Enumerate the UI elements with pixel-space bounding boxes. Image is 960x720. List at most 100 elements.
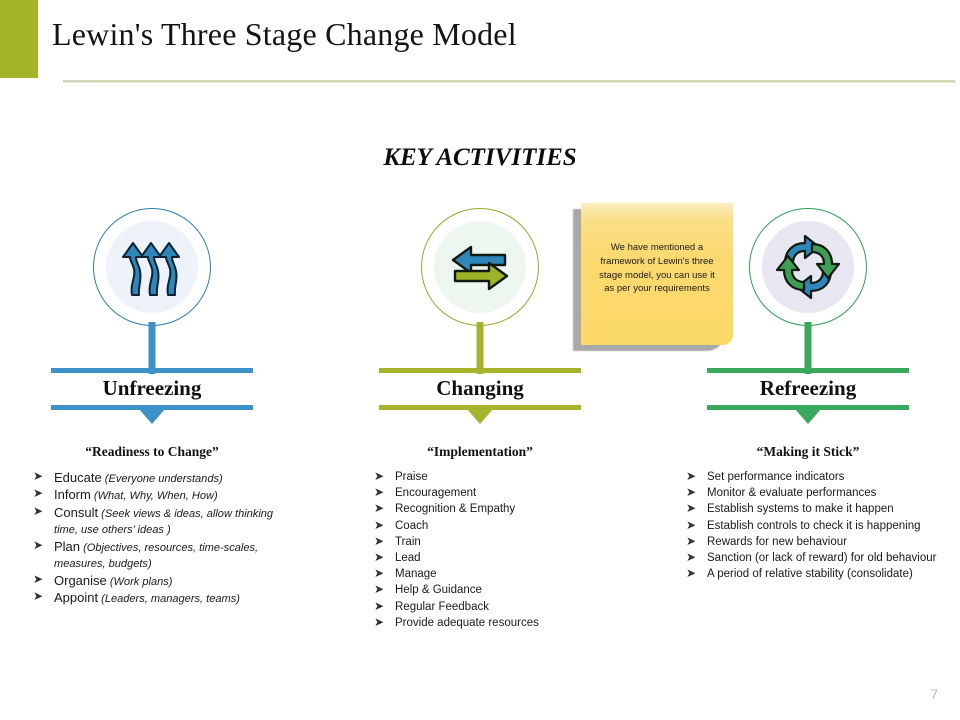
list-item-term: Monitor & evaluate performances: [707, 487, 877, 500]
bullet-arrow-icon: ➤: [686, 533, 697, 548]
two-way-arrows-icon: [444, 231, 516, 303]
stage-title-refreezing: Refreezing: [759, 376, 857, 400]
bullet-arrow-icon: ➤: [374, 485, 385, 500]
stage-title-changing: Changing: [436, 376, 524, 400]
stage-connector-stem: [148, 322, 156, 374]
list-item: ➤ Praise: [373, 469, 583, 484]
bullet-arrow-icon: ➤: [33, 571, 44, 586]
list-item-note: (Objectives, resources, time-scales, mea…: [54, 541, 259, 571]
bullet-arrow-icon: ➤: [374, 550, 385, 565]
band-caret-icon: [795, 409, 821, 424]
stage-title-band-unfreezing: Unfreezing: [51, 368, 253, 424]
bullet-arrow-icon: ➤: [374, 614, 385, 629]
list-item: ➤ Rewards for new behaviour: [685, 533, 943, 549]
list-item-term: Train: [395, 535, 421, 548]
list-item-note: (Work plans): [106, 575, 173, 588]
band-rule-top: [51, 368, 253, 373]
bullet-arrow-icon: ➤: [374, 469, 385, 483]
list-item: ➤Help & Guidance: [373, 582, 583, 597]
list-item: ➤Inform (What, Why, When, How): [32, 486, 284, 503]
list-item-term: Provide adequate resources: [395, 616, 539, 629]
list-item: ➤ Establish systems to make it happen: [685, 501, 943, 516]
bullet-arrow-icon: ➤: [33, 486, 44, 501]
stage-column-unfreezing: Unfreezing “Readiness to Change” ➤ Educat…: [0, 0, 312, 720]
stage-connector-stem: [804, 322, 812, 374]
header-divider: [63, 80, 955, 83]
band-rule-top: [707, 368, 909, 373]
list-item: ➤ Lead: [373, 550, 583, 565]
list-item: ➤ Provide adequate resources: [373, 614, 583, 630]
bullet-arrow-icon: ➤: [33, 503, 44, 518]
sticky-note: We have mentioned a framework of Lewin's…: [573, 203, 733, 351]
list-item-term: Organise: [54, 572, 107, 588]
list-item-term: Sanction (or lack of reward) for old beh…: [707, 552, 937, 565]
bullet-arrow-icon: ➤: [33, 537, 44, 552]
list-item-note: (Leaders, managers, teams): [98, 593, 240, 606]
bullet-arrow-icon: ➤: [374, 533, 385, 548]
list-item-term: Encouragement: [395, 487, 477, 500]
list-item: ➤ Appoint (Leaders, managers, teams): [32, 589, 284, 606]
band-rule-bottom: [51, 405, 253, 411]
header-accent-bar: [0, 0, 38, 78]
stage-quote-changing: “Implementation”: [427, 444, 533, 459]
band-rule-bottom: [707, 405, 909, 411]
list-item-term: Coach: [395, 519, 429, 532]
bullet-arrow-icon: ➤: [374, 517, 385, 532]
bullet-arrow-icon: ➤: [374, 566, 385, 581]
band-rule-top: [379, 368, 581, 373]
bullet-arrow-icon: ➤: [686, 485, 697, 500]
band-caret-icon: [467, 409, 493, 424]
band-caret-icon: [139, 409, 165, 424]
stage-icon-circle-unfreezing: [93, 208, 211, 326]
stage-quote-unfreezing: “Readiness to Change”: [85, 444, 219, 459]
stage-icon-circle-inner: [434, 221, 526, 313]
activity-list-refreezing: ➤Set performance indicators➤Monitor & ev…: [685, 469, 943, 583]
list-item-term: Appoint: [54, 590, 99, 606]
three-up-arrows-icon: [116, 231, 188, 303]
bullet-arrow-icon: ➤: [374, 598, 385, 613]
bullet-arrow-icon: ➤: [33, 469, 44, 483]
sticky-note-body: We have mentioned a framework of Lewin's…: [581, 203, 733, 345]
list-item: ➤Establish controls to check it is happe…: [685, 518, 943, 533]
bullet-arrow-icon: ➤: [33, 589, 44, 604]
list-item-term: Educate: [54, 470, 102, 485]
stage-column-refreezing: Refreezing “Making it Stick” ➤Set perfor…: [648, 0, 960, 720]
list-item-term: Praise: [395, 471, 428, 483]
stage-title-band-changing: Changing: [379, 368, 581, 424]
list-item: ➤ Consult (Seek views & ideas, allow thin…: [32, 503, 284, 538]
list-item-note: (Seek views & ideas, allow thinking time…: [54, 507, 274, 537]
stage-icon-circle-changing: [421, 208, 539, 326]
bullet-arrow-icon: ➤: [686, 469, 697, 483]
bullet-arrow-icon: ➤: [686, 550, 697, 565]
stage-icon-circle-inner: [762, 221, 854, 313]
list-item-term: Rewards for new behaviour: [707, 535, 847, 548]
stage-title-band-refreezing: Refreezing: [707, 368, 909, 424]
stage-column-changing: Changing “Implementation” ➤ Praise ➤ Encour…: [320, 0, 640, 720]
stage-title-unfreezing: Unfreezing: [102, 376, 202, 400]
list-item: ➤ Train: [373, 533, 583, 549]
list-item: ➤ Sanction (or lack of reward) for old be…: [685, 550, 943, 565]
list-item-term: Consult: [54, 504, 99, 520]
circular-arrows-icon: [772, 231, 844, 303]
bullet-arrow-icon: ➤: [374, 501, 385, 516]
list-item: ➤ Encouragement: [373, 485, 583, 500]
list-item-term: Establish controls to check it is happen…: [707, 519, 921, 532]
list-item-term: Manage: [395, 568, 437, 581]
list-item-term: Plan: [54, 538, 81, 554]
stage-quote-refreezing: “Making it Stick”: [756, 444, 860, 459]
bullet-arrow-icon: ➤: [686, 501, 697, 516]
list-item-term: Establish systems to make it happen: [707, 503, 894, 516]
sticky-note-text: We have mentioned a framework of Lewin's…: [599, 242, 715, 295]
stage-connector-stem: [476, 322, 484, 374]
list-item: ➤Regular Feedback: [373, 598, 583, 614]
list-item: ➤ Manage: [373, 566, 583, 581]
list-item: ➤ Educate (Everyone understands): [32, 469, 284, 486]
section-heading: KEY ACTIVITIES: [0, 144, 960, 172]
list-item-term: Help & Guidance: [395, 584, 482, 597]
list-item: ➤ Coach: [373, 517, 583, 533]
list-item-term: Lead: [395, 552, 421, 565]
list-item-note: (What, Why, When, How): [90, 490, 218, 503]
list-item-note: (Everyone understands): [101, 473, 223, 485]
list-item: ➤ Plan (Objectives, resources, time-scale…: [32, 537, 284, 572]
stage-icon-circle-inner: [106, 221, 198, 313]
